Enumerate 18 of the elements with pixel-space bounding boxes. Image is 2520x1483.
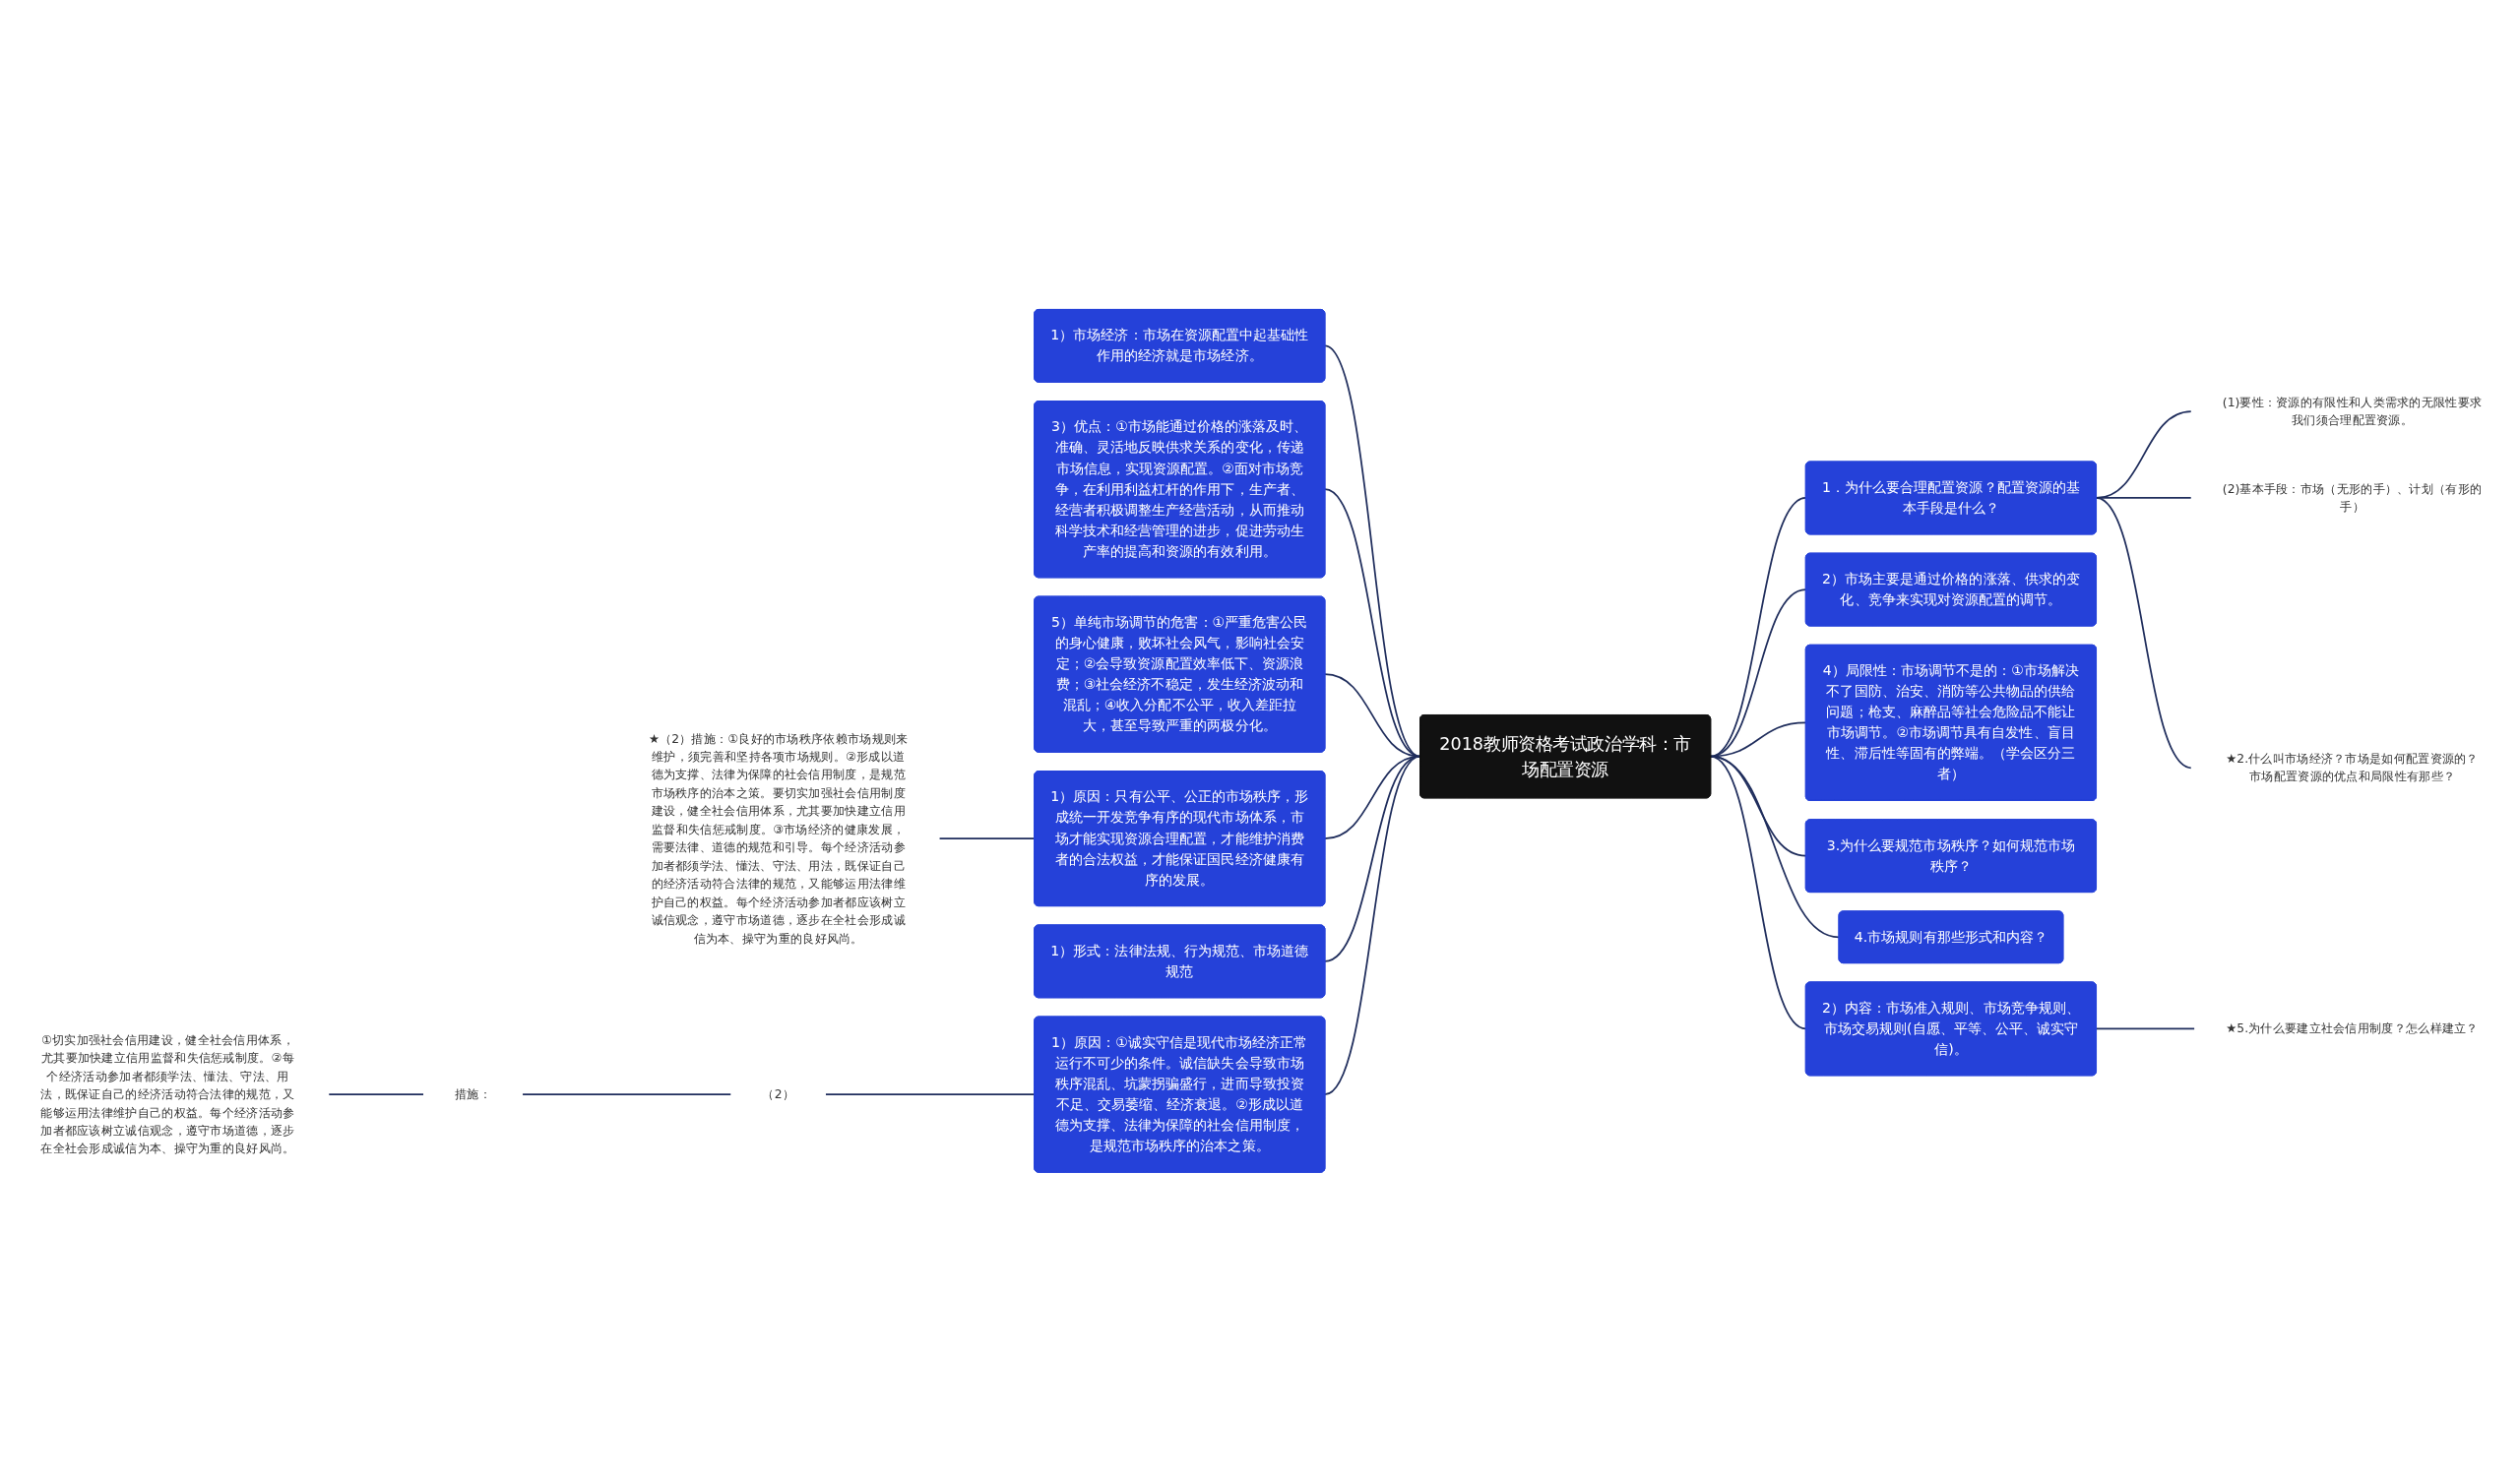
connector — [2095, 497, 2193, 770]
connector — [2095, 1027, 2196, 1030]
connector — [824, 1093, 1036, 1096]
connector — [1324, 755, 1421, 1096]
connector — [1324, 488, 1421, 758]
node-text: ★2.什么叫市场经济？市场是如何配置资源的？市场配置资源的优点和局限性有那些？ — [2226, 751, 2479, 784]
connector — [327, 1093, 425, 1096]
node-text: (2)基本手段：市场（无形的手）、计划（有形的手） — [2222, 481, 2483, 514]
node-text: ★（2）措施：①良好的市场秩序依赖市场规则来维护，须完善和坚持各项市场规则。②形成以道德为支撑、法律为保障的社会信用制度，是规范市场秩序的治本之策。要切实加强社会信用制度建设，健全社会信用体系，尤其要加快建立信用监督和失信惩戒制度。③市场经济的健康发展，需要法律、道德的规范和引导。每个经济活动参加者都须学法、懂法、守法、用法，既保证自己的经济活动符合法律的规范，又能够运用法律维护自己的权益。每个经济活动参加者都应该树立诚信观念，遵守市场道德，逐步在全社会形成诚信为本、操守为重的良好风尚。 — [648, 731, 909, 946]
connector — [1324, 344, 1421, 758]
node-text: ①切实加强社会信用建设，健全社会信用体系，尤其要加快建立信用监督和失信惩戒制度。②每个经济活动参加者都须学法、懂法、守法、用法，既保证自己的经济活动符合法律的规范，又能够运用法律维护自己的权益。每个经济活动参加者都应该树立诚信观念，遵守市场道德，逐步在全社会形成诚信为本、操守为重的良好风尚。 — [40, 1032, 295, 1156]
node-text: （2） — [762, 1086, 794, 1101]
connector — [938, 837, 1036, 839]
connector — [1709, 755, 1807, 1030]
node-text: 措施： — [455, 1086, 491, 1101]
connector — [521, 1093, 732, 1096]
node-text: (1)要性：资源的有限性和人类需求的无限性要求我们须合理配置资源。 — [2222, 395, 2483, 427]
node-text: ★5.为什么要建立社会信用制度？怎么样建立？ — [2226, 1020, 2479, 1035]
